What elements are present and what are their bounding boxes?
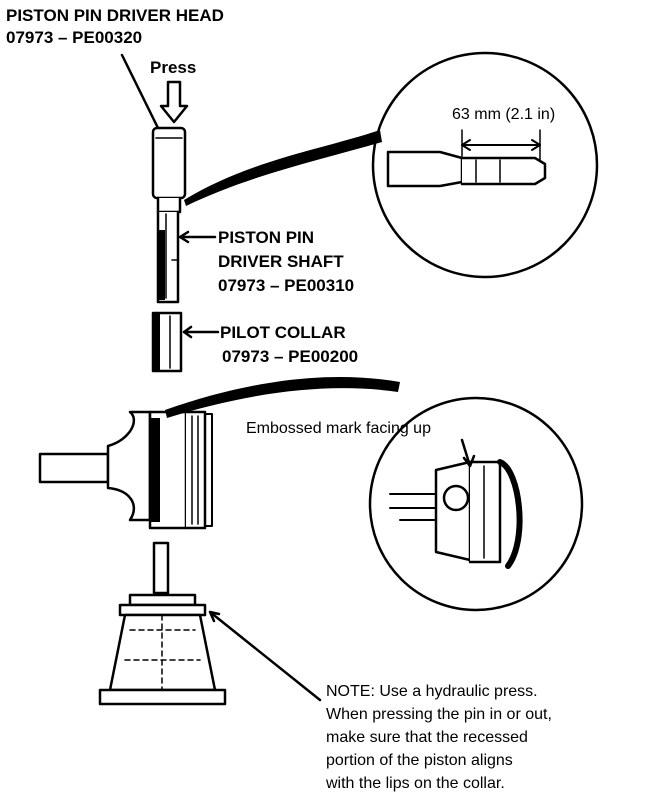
pilot-collar-label: PILOT COLLAR: [220, 323, 346, 342]
piston-assembly: [38, 410, 213, 530]
dimension-label: 63 mm (2.1 in): [452, 106, 556, 123]
note-line-3: make sure that the recessed: [326, 729, 528, 746]
driver-shaft-tool: [156, 210, 180, 304]
driver-head-tool: [151, 126, 187, 214]
piston-detail: [389, 459, 523, 569]
note-line-2: When pressing the pin in or out,: [326, 706, 552, 723]
driver-head-part-number: 07973 – PE00320: [6, 28, 143, 47]
shaft-detail: [386, 150, 547, 188]
detail-connector-upper: [184, 130, 382, 206]
driver-shaft-label-line-2: DRIVER SHAFT: [218, 252, 344, 271]
press-label: Press: [150, 58, 197, 77]
base-collar: [98, 593, 227, 706]
dimension-arrow: [461, 129, 541, 161]
head-leader-line: [120, 53, 160, 130]
driver-head-label: PISTON PIN DRIVER HEAD: [6, 6, 224, 25]
piston-pin: [152, 541, 170, 595]
note-line-5: with the lips on the collar.: [326, 775, 505, 792]
embossed-leader-arrow: [460, 438, 476, 468]
detail-connector-lower: [165, 377, 400, 418]
note-line-1: NOTE: Use a hydraulic press.: [326, 683, 538, 700]
press-arrow-icon: [159, 80, 189, 124]
pilot-collar-tool: [151, 311, 183, 373]
note-leader-arrow: [208, 610, 322, 702]
shaft-leader-arrow: [178, 230, 217, 244]
pilot-collar-part-number: 07973 – PE00200: [222, 347, 359, 366]
collar-leader-arrow: [182, 325, 220, 339]
note-line-4: portion of the piston aligns: [326, 752, 513, 769]
embossed-mark-label: Embossed mark facing up: [246, 420, 431, 437]
driver-shaft-label-line-1: PISTON PIN: [218, 228, 315, 247]
driver-shaft-part-number: 07973 – PE00310: [218, 276, 355, 295]
